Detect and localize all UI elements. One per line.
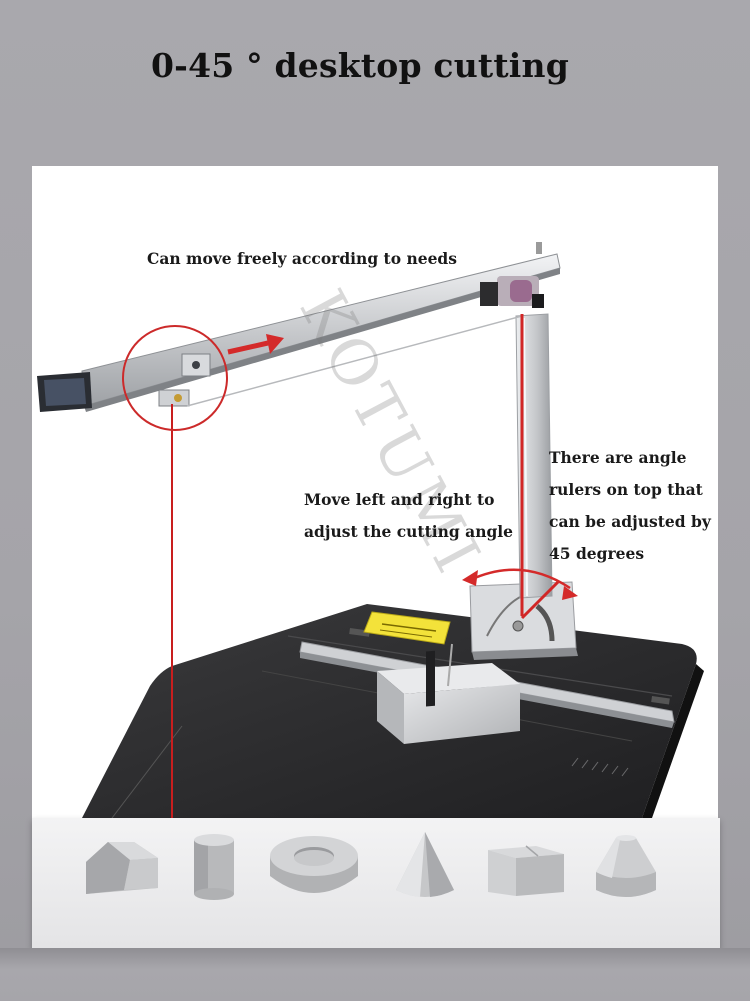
truncated-cone-icon	[596, 835, 656, 897]
annotation-angle-line4: 45 degrees	[549, 544, 645, 563]
cutting-needle	[447, 643, 453, 687]
ring-icon	[270, 836, 358, 893]
annotation-angle-line1: There are angle	[549, 448, 687, 467]
beveled-block-icon	[86, 842, 158, 894]
header: 0-45 ° desktop cutting	[0, 0, 750, 165]
annotation-angle-line2: rulers on top that	[549, 480, 703, 499]
carriage-highlight-circle	[122, 325, 228, 431]
cone-icon	[396, 832, 454, 897]
annotation-move-left-right-line1: Move left and right to	[304, 490, 495, 509]
page-title: 0-45 ° desktop cutting	[151, 46, 569, 85]
shapes-strip	[32, 818, 720, 948]
annotation-move-freely: Can move freely according to needs	[147, 249, 457, 268]
table-ruler-ticks	[571, 757, 629, 777]
cutting-machine-illustration	[37, 242, 704, 818]
annotation-angle-line3: can be adjusted by	[549, 512, 711, 531]
cylinder-icon	[194, 834, 234, 900]
annotation-move-left-right-line2: adjust the cutting angle	[304, 522, 514, 541]
arm-direction-arrow	[227, 334, 284, 355]
warning-sticker	[363, 611, 451, 645]
cube-icon	[488, 845, 564, 896]
table-edge	[642, 664, 704, 818]
bottom-background	[0, 948, 750, 1001]
angle-arc-arrow	[469, 568, 571, 590]
product-photo-panel: KOTUMI Can move freely according to need…	[32, 166, 718, 818]
